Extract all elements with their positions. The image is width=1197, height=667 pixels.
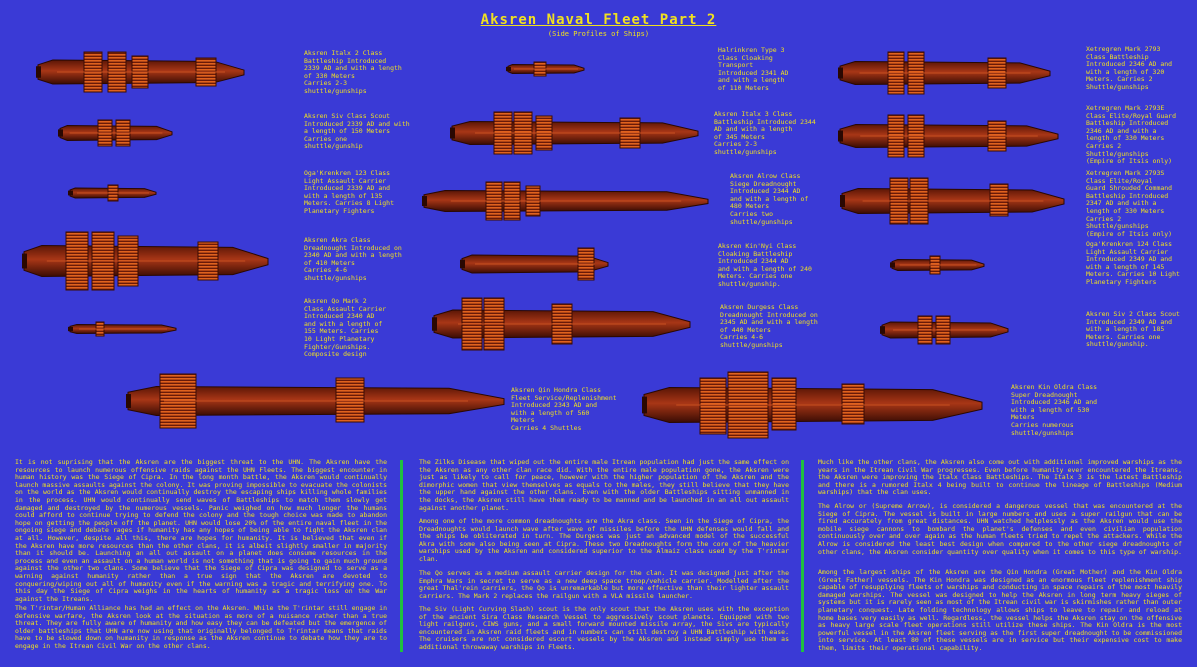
label-qo2: Aksren Qo Mark 2 Class Assault Carrier I… <box>304 297 387 359</box>
ship-module <box>989 183 1009 217</box>
ship-engine <box>460 259 465 269</box>
label-alrow: Aksren Alrow Class Siege Dreadnought Int… <box>730 172 809 226</box>
ship-engine <box>840 195 845 207</box>
column-3-paragraph-2: The Alrow or (Supreme Arrow), is conside… <box>818 502 1182 556</box>
ship-siv2 <box>880 315 1009 345</box>
ship-kinoldra <box>642 371 983 439</box>
ship-xet2793s <box>840 177 1065 225</box>
ship-module <box>335 377 365 423</box>
column-2-paragraph-2: Among one of the more common dreadnought… <box>419 517 789 563</box>
label-oga124: Oga'Krenkren 124 Class Light Assault Car… <box>1086 240 1180 286</box>
column-divider-right <box>801 460 804 652</box>
column-2-paragraph-1: The Zilks Disease that wiped out the ent… <box>419 458 789 512</box>
ship-halrinkren <box>506 61 585 77</box>
label-kinnyi: Aksren Kin'Nyi Class Cloaking Battleship… <box>718 242 812 288</box>
ship-engine <box>126 394 131 408</box>
label-durgess: Aksren Durgess Class Dreadnought Introdu… <box>720 303 818 349</box>
ship-akra <box>22 231 269 291</box>
column-1-paragraph-1: It is not suprising that the Aksren are … <box>15 458 387 603</box>
label-siv2: Aksren Siv 2 Class Scout Introduced 2349… <box>1086 310 1180 349</box>
ship-xet2793 <box>838 51 1051 95</box>
ship-engine <box>432 317 437 331</box>
ship-engine <box>68 190 73 196</box>
label-xet2793: Xetregren Mark 2793 Class Battleship Int… <box>1086 45 1173 91</box>
label-xet2793e: Xetregren Mark 2793E Class Elite/Royal G… <box>1086 104 1177 166</box>
ship-italx3 <box>450 111 699 155</box>
ship-engine <box>838 67 843 79</box>
ship-engine <box>506 66 511 72</box>
label-halrinkren: Halrinkren Type 3 Class Cloaking Transpo… <box>718 46 789 92</box>
ship-engine <box>880 326 885 334</box>
page-subtitle: (Side Profiles of Ships) <box>547 30 650 38</box>
column-2-paragraph-3: The Qo serves as a medium assault carrie… <box>419 569 789 600</box>
ship-durgess <box>432 297 691 351</box>
ship-module <box>841 383 865 425</box>
ship-alrow <box>422 181 709 221</box>
label-akra: Aksren Akra Class Dreadnought Introduced… <box>304 236 402 282</box>
ship-engine <box>422 195 427 207</box>
ship-engine <box>68 326 73 332</box>
column-2-paragraph-4: The Siv (Light Curving Slash) scout is t… <box>419 605 789 651</box>
ship-xet2793e <box>838 114 1059 158</box>
column-divider-left <box>400 460 403 652</box>
column-1-paragraph-2: The T'rintar/Human Alliance has had an e… <box>15 604 387 650</box>
column-3-paragraph-3: Among the largest ships of the Aksren ar… <box>818 568 1182 652</box>
label-qinhondra: Aksren Qin Hondra Class Fleet Service/Re… <box>511 386 617 432</box>
label-italx3: Aksren Italx 3 Class Battleship Introduc… <box>714 110 816 156</box>
ship-kinnyi <box>460 247 609 281</box>
ship-module <box>771 377 797 431</box>
ship-siv <box>58 119 173 147</box>
ship-qo2 <box>68 321 177 337</box>
ship-engine <box>838 130 843 142</box>
label-xet2793s: Xetregren Mark 2793S Class Elite/Royal G… <box>1086 169 1173 238</box>
column-3-paragraph-1: Much like the other clans, the Aksren al… <box>818 458 1182 497</box>
ship-engine <box>642 396 647 414</box>
ship-engine <box>58 129 63 137</box>
label-kinoldra: Aksren Kin Oldra Class Super Dreadnought… <box>1011 383 1098 437</box>
ship-module <box>699 377 727 435</box>
ship-engine <box>450 127 455 139</box>
ship-engine <box>22 253 27 269</box>
ship-italx2 <box>36 51 245 93</box>
ship-qinhondra <box>126 373 505 429</box>
label-oga123: Oga'Krenkren 123 Class Light Assault Car… <box>304 169 395 215</box>
page-title: Aksren Naval Fleet Part 2 <box>480 12 717 28</box>
ship-engine <box>36 66 41 78</box>
ship-oga124 <box>890 255 985 275</box>
ship-oga123 <box>68 184 157 202</box>
label-siv: Aksren Siv Class Scout Introduced 2339 A… <box>304 112 410 151</box>
label-italx2: Aksren Italx 2 Class Battleship Introduc… <box>304 49 402 95</box>
ship-engine <box>890 262 895 268</box>
